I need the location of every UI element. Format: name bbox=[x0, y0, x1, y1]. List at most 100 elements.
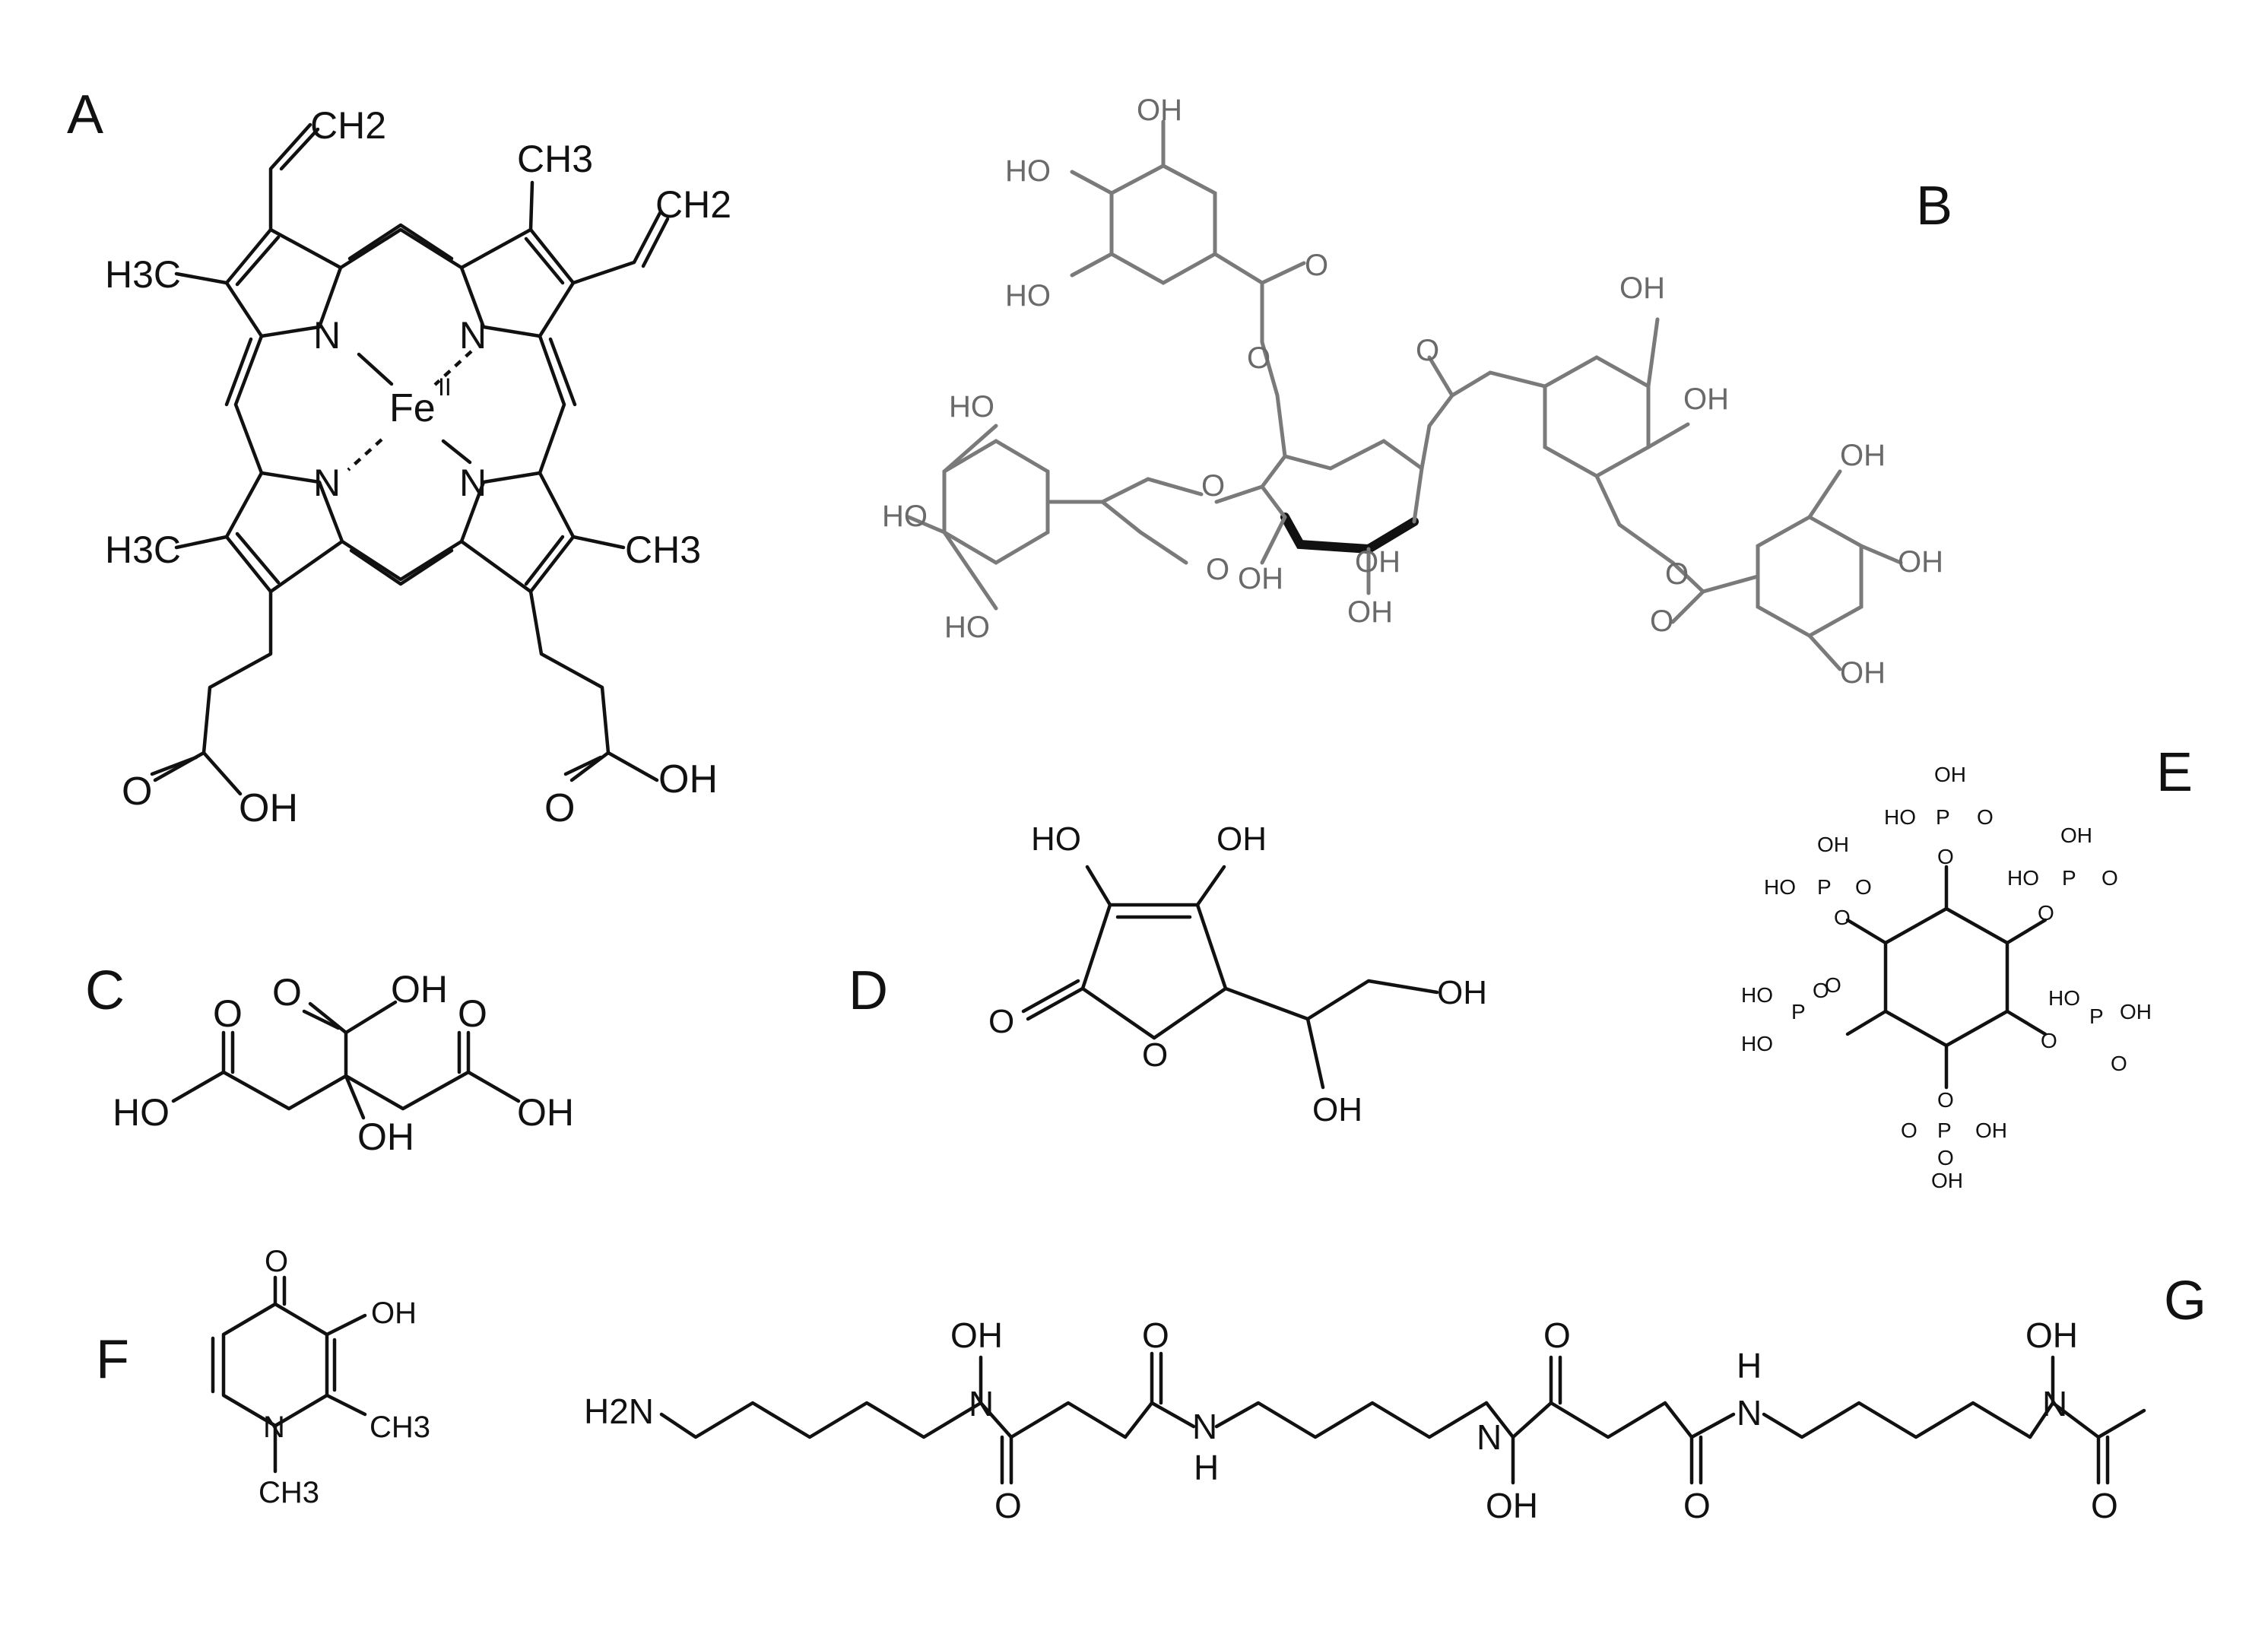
atom-c-ho-left: HO bbox=[113, 1091, 170, 1134]
atom-a-fe-oxidation: II bbox=[438, 373, 452, 401]
atom-e-oh-3: OH bbox=[1817, 833, 1849, 856]
atom-c-oh-right: OH bbox=[517, 1091, 574, 1134]
atom-b-o-6: O bbox=[1650, 605, 1673, 638]
atom-d-oh-side: OH bbox=[1312, 1091, 1362, 1128]
atom-f-n: N bbox=[263, 1411, 285, 1444]
atom-b-ho-5: HO bbox=[944, 611, 990, 644]
atom-b-oh-4: OH bbox=[1238, 562, 1283, 595]
atom-g-oh-1: OH bbox=[950, 1315, 1003, 1355]
atom-c-o-left: O bbox=[213, 992, 243, 1035]
atom-e-ho-5: HO bbox=[1741, 1032, 1773, 1055]
atom-f-oh: OH bbox=[371, 1296, 417, 1330]
atom-c-oh-center: OH bbox=[357, 1115, 414, 1158]
atom-e-o-11: O bbox=[1937, 1088, 1954, 1112]
atom-b-o-2: O bbox=[1247, 341, 1270, 375]
atom-e-o-4: O bbox=[1937, 845, 1954, 868]
panel-g: G H2N OH N O O N H O bbox=[584, 1271, 2206, 1525]
atom-g-o-5: O bbox=[2091, 1486, 2118, 1525]
atom-e-ho-6: HO bbox=[2048, 986, 2080, 1010]
atom-a-oh-right: OH bbox=[658, 757, 718, 801]
atom-d-oh-chain: OH bbox=[1437, 974, 1487, 1011]
atom-a-ch2-right: CH2 bbox=[655, 183, 731, 226]
atom-e-oh-5: OH bbox=[1975, 1119, 2007, 1142]
atom-e-ho-3: HO bbox=[1764, 875, 1796, 899]
atom-a-oh-left: OH bbox=[239, 786, 298, 830]
atom-g-o-4: O bbox=[1683, 1486, 1711, 1525]
panel-a: A bbox=[67, 84, 731, 830]
atom-e-o-10: O bbox=[2041, 1029, 2057, 1052]
atom-e-o-6: O bbox=[1834, 906, 1851, 929]
atom-a-n4: N bbox=[459, 462, 487, 504]
atom-e-o-2: O bbox=[2101, 866, 2118, 890]
panel-label-f: F bbox=[96, 1329, 129, 1390]
atom-e-p-3: P bbox=[1817, 875, 1832, 899]
panel-label-a: A bbox=[67, 84, 103, 145]
atom-b-o-3: O bbox=[1206, 553, 1229, 586]
atom-e-oh-1: OH bbox=[1934, 763, 1966, 786]
panel-label-d: D bbox=[849, 960, 888, 1021]
panel-label-c: C bbox=[85, 960, 125, 1021]
atom-b-ho-1: HO bbox=[1005, 154, 1051, 188]
panel-e-bonds bbox=[1845, 865, 2048, 1090]
atom-e-o-5: O bbox=[2038, 901, 2054, 925]
atom-a-ch3-bottom: CH3 bbox=[625, 528, 701, 571]
atom-e-p-1: P bbox=[1936, 805, 1950, 829]
atom-b-o-4: O bbox=[1201, 469, 1225, 503]
atom-b-oh-9: OH bbox=[1355, 545, 1400, 579]
atom-d-ho: HO bbox=[1031, 820, 1081, 858]
atom-e-p-5: P bbox=[2089, 1004, 2104, 1028]
panel-f-bonds bbox=[211, 1275, 367, 1474]
atom-e-p-2: P bbox=[2062, 866, 2076, 890]
atom-g-n-2: N bbox=[1192, 1407, 1217, 1446]
atom-e-p-4: P bbox=[1791, 1000, 1806, 1023]
atom-d-o-carbonyl: O bbox=[988, 1003, 1014, 1040]
atom-g-h2n: H2N bbox=[584, 1392, 654, 1431]
atom-f-ch3-right: CH3 bbox=[370, 1411, 430, 1444]
atom-b-ho-3: HO bbox=[949, 390, 994, 424]
atom-e-o-8: O bbox=[1813, 979, 1829, 1002]
atom-a-ch2-left: CH2 bbox=[310, 104, 386, 147]
atom-a-ch3-top: CH3 bbox=[517, 138, 593, 180]
panel-a-bonds bbox=[150, 122, 670, 796]
atom-b-oh-3: OH bbox=[1683, 382, 1729, 416]
panel-label-b: B bbox=[1916, 176, 1952, 236]
atom-g-oh-2: OH bbox=[1486, 1486, 1538, 1525]
atom-g-o-1: O bbox=[994, 1486, 1022, 1525]
atom-e-oh-2: OH bbox=[2060, 824, 2092, 847]
atom-g-n-4: N bbox=[1737, 1393, 1762, 1433]
atom-b-o-7: O bbox=[1665, 557, 1689, 591]
panel-label-e: E bbox=[2156, 742, 2193, 803]
panel-f: F O OH N CH3 CH3 bbox=[96, 1245, 430, 1509]
atom-b-oh-8: OH bbox=[1840, 656, 1886, 690]
atom-b-ho-4: HO bbox=[882, 500, 928, 533]
panel-g-bonds bbox=[659, 1351, 2146, 1485]
atom-e-ho-1: HO bbox=[1884, 805, 1916, 829]
atom-e-ho-2: HO bbox=[2007, 866, 2039, 890]
atom-c-o-right: O bbox=[458, 992, 487, 1035]
atom-e-o-9: O bbox=[2111, 1052, 2127, 1075]
atom-b-oh-5: OH bbox=[1347, 595, 1393, 629]
atom-a-fe: Fe bbox=[389, 386, 436, 430]
panel-d: D HO OH O O OH OH bbox=[849, 820, 1487, 1128]
atom-a-h3c-bottom: H3C bbox=[105, 528, 181, 571]
atom-g-h-2: H bbox=[1737, 1346, 1762, 1385]
atom-b-ho-2: HO bbox=[1005, 279, 1051, 313]
atom-g-n-1: N bbox=[969, 1384, 994, 1423]
atom-g-oh-3: OH bbox=[2025, 1315, 2078, 1355]
atom-g-n-3: N bbox=[1477, 1417, 1502, 1457]
atom-b-oh-1: OH bbox=[1137, 94, 1182, 127]
atom-c-oh-top: OH bbox=[391, 968, 448, 1011]
panel-e: E OH HO P O OH HO P O OH HO P O O O O O … bbox=[1741, 742, 2193, 1192]
atom-b-oh-6: OH bbox=[1840, 439, 1886, 472]
atom-a-n2: N bbox=[459, 314, 487, 357]
atom-e-o-7: O bbox=[1825, 973, 1841, 997]
atom-b-oh-7: OH bbox=[1898, 545, 1943, 579]
atom-e-oh-4: OH bbox=[2120, 1000, 2152, 1023]
panel-c-bonds bbox=[171, 1000, 521, 1120]
atom-d-o-ring: O bbox=[1142, 1036, 1168, 1074]
atom-e-ho-4: HO bbox=[1741, 983, 1773, 1007]
panel-b-bonds bbox=[906, 119, 1903, 671]
atom-e-oh-6: OH bbox=[1931, 1169, 1963, 1192]
atom-g-o-3: O bbox=[1543, 1315, 1571, 1355]
